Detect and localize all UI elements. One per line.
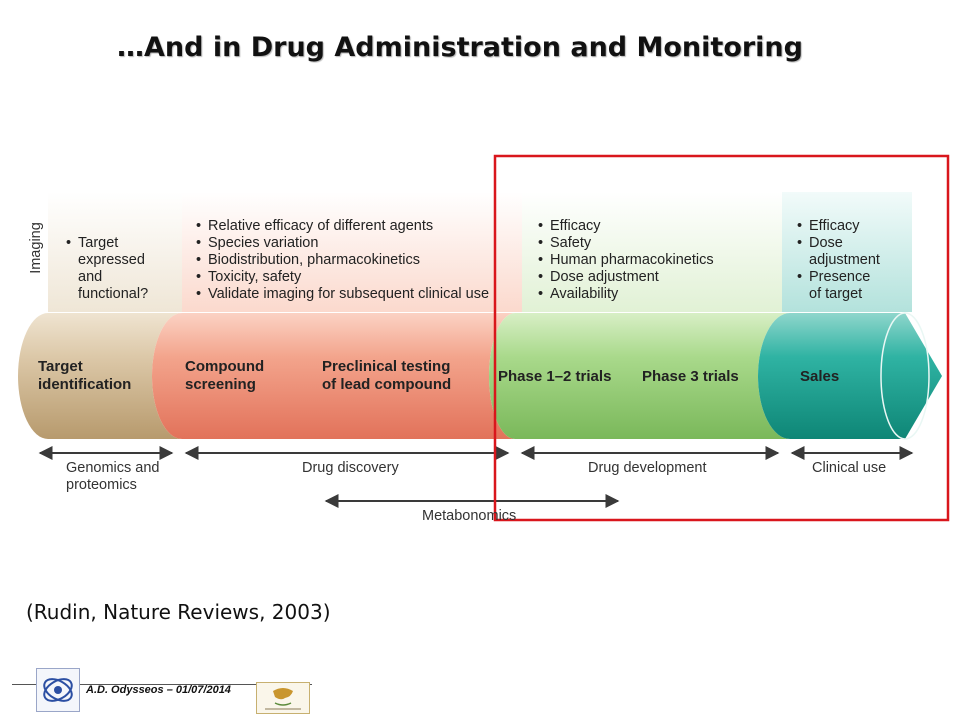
highlight-frame [493, 154, 950, 522]
bullets-discovery: Relative efficacy of different agents Sp… [196, 218, 516, 303]
footer-author-date: A.D. Odysseos – 01/07/2014 [86, 684, 231, 696]
span-genomics: Genomics and proteomics [66, 460, 160, 493]
bullet-item: Dose adjustment [797, 235, 909, 269]
bullet-item: Human pharmacokinetics [538, 252, 778, 269]
bullet-item: Toxicity, safety [196, 269, 516, 286]
bullet-item: Efficacy [797, 218, 909, 235]
bullets-target: Target expressed and functional? [66, 235, 178, 303]
bullet-item: Target expressed and functional? [66, 235, 178, 303]
bullet-item: Presence of target [797, 269, 909, 303]
stage-compound-screening: Compound screening [185, 358, 265, 393]
segment-target-front [18, 313, 78, 439]
university-logo-icon [36, 668, 80, 712]
segment-development-front [489, 313, 541, 439]
stage-sales: Sales [800, 368, 840, 385]
bullet-item: Species variation [196, 235, 516, 252]
stage-phase-3: Phase 3 trials [642, 368, 739, 385]
imaging-side-label: Imaging [28, 222, 44, 274]
span-drug-development: Drug development [588, 460, 707, 476]
footer-divider [12, 684, 312, 685]
citation: (Rudin, Nature Reviews, 2003) [26, 600, 331, 624]
bullet-item: Availability [538, 286, 778, 303]
stage-preclinical-testing: Preclinical testing of lead compound [322, 358, 452, 393]
segment-sales-cap [880, 312, 930, 440]
bullet-item: Relative efficacy of different agents [196, 218, 516, 235]
span-clinical-use: Clinical use [812, 460, 887, 476]
segment-target [48, 313, 182, 439]
slide-title: …And in Drug Administration and Monitori… [117, 32, 803, 63]
bullets-clinical: Efficacy Dose adjustment Presence of tar… [797, 218, 909, 303]
segment-discovery [182, 313, 515, 439]
bullet-item: Validate imaging for subsequent clinical… [196, 286, 516, 303]
emblem-logo-icon [256, 682, 310, 714]
bullet-item: Dose adjustment [538, 269, 778, 286]
segment-development [515, 313, 790, 439]
segment-discovery-front [152, 313, 212, 439]
segment-sales-front [758, 313, 822, 439]
span-metabonomics: Metabonomics [422, 508, 517, 524]
bullet-item: Efficacy [538, 218, 778, 235]
span-drug-discovery: Drug discovery [302, 460, 399, 476]
bullet-item: Safety [538, 235, 778, 252]
stage-target-identification: Target identification [38, 358, 132, 393]
bullets-development: Efficacy Safety Human pharmacokinetics D… [538, 218, 778, 303]
stage-phase-1-2: Phase 1–2 trials [498, 368, 612, 385]
segment-sales [790, 313, 942, 439]
bullet-item: Biodistribution, pharmacokinetics [196, 252, 516, 269]
